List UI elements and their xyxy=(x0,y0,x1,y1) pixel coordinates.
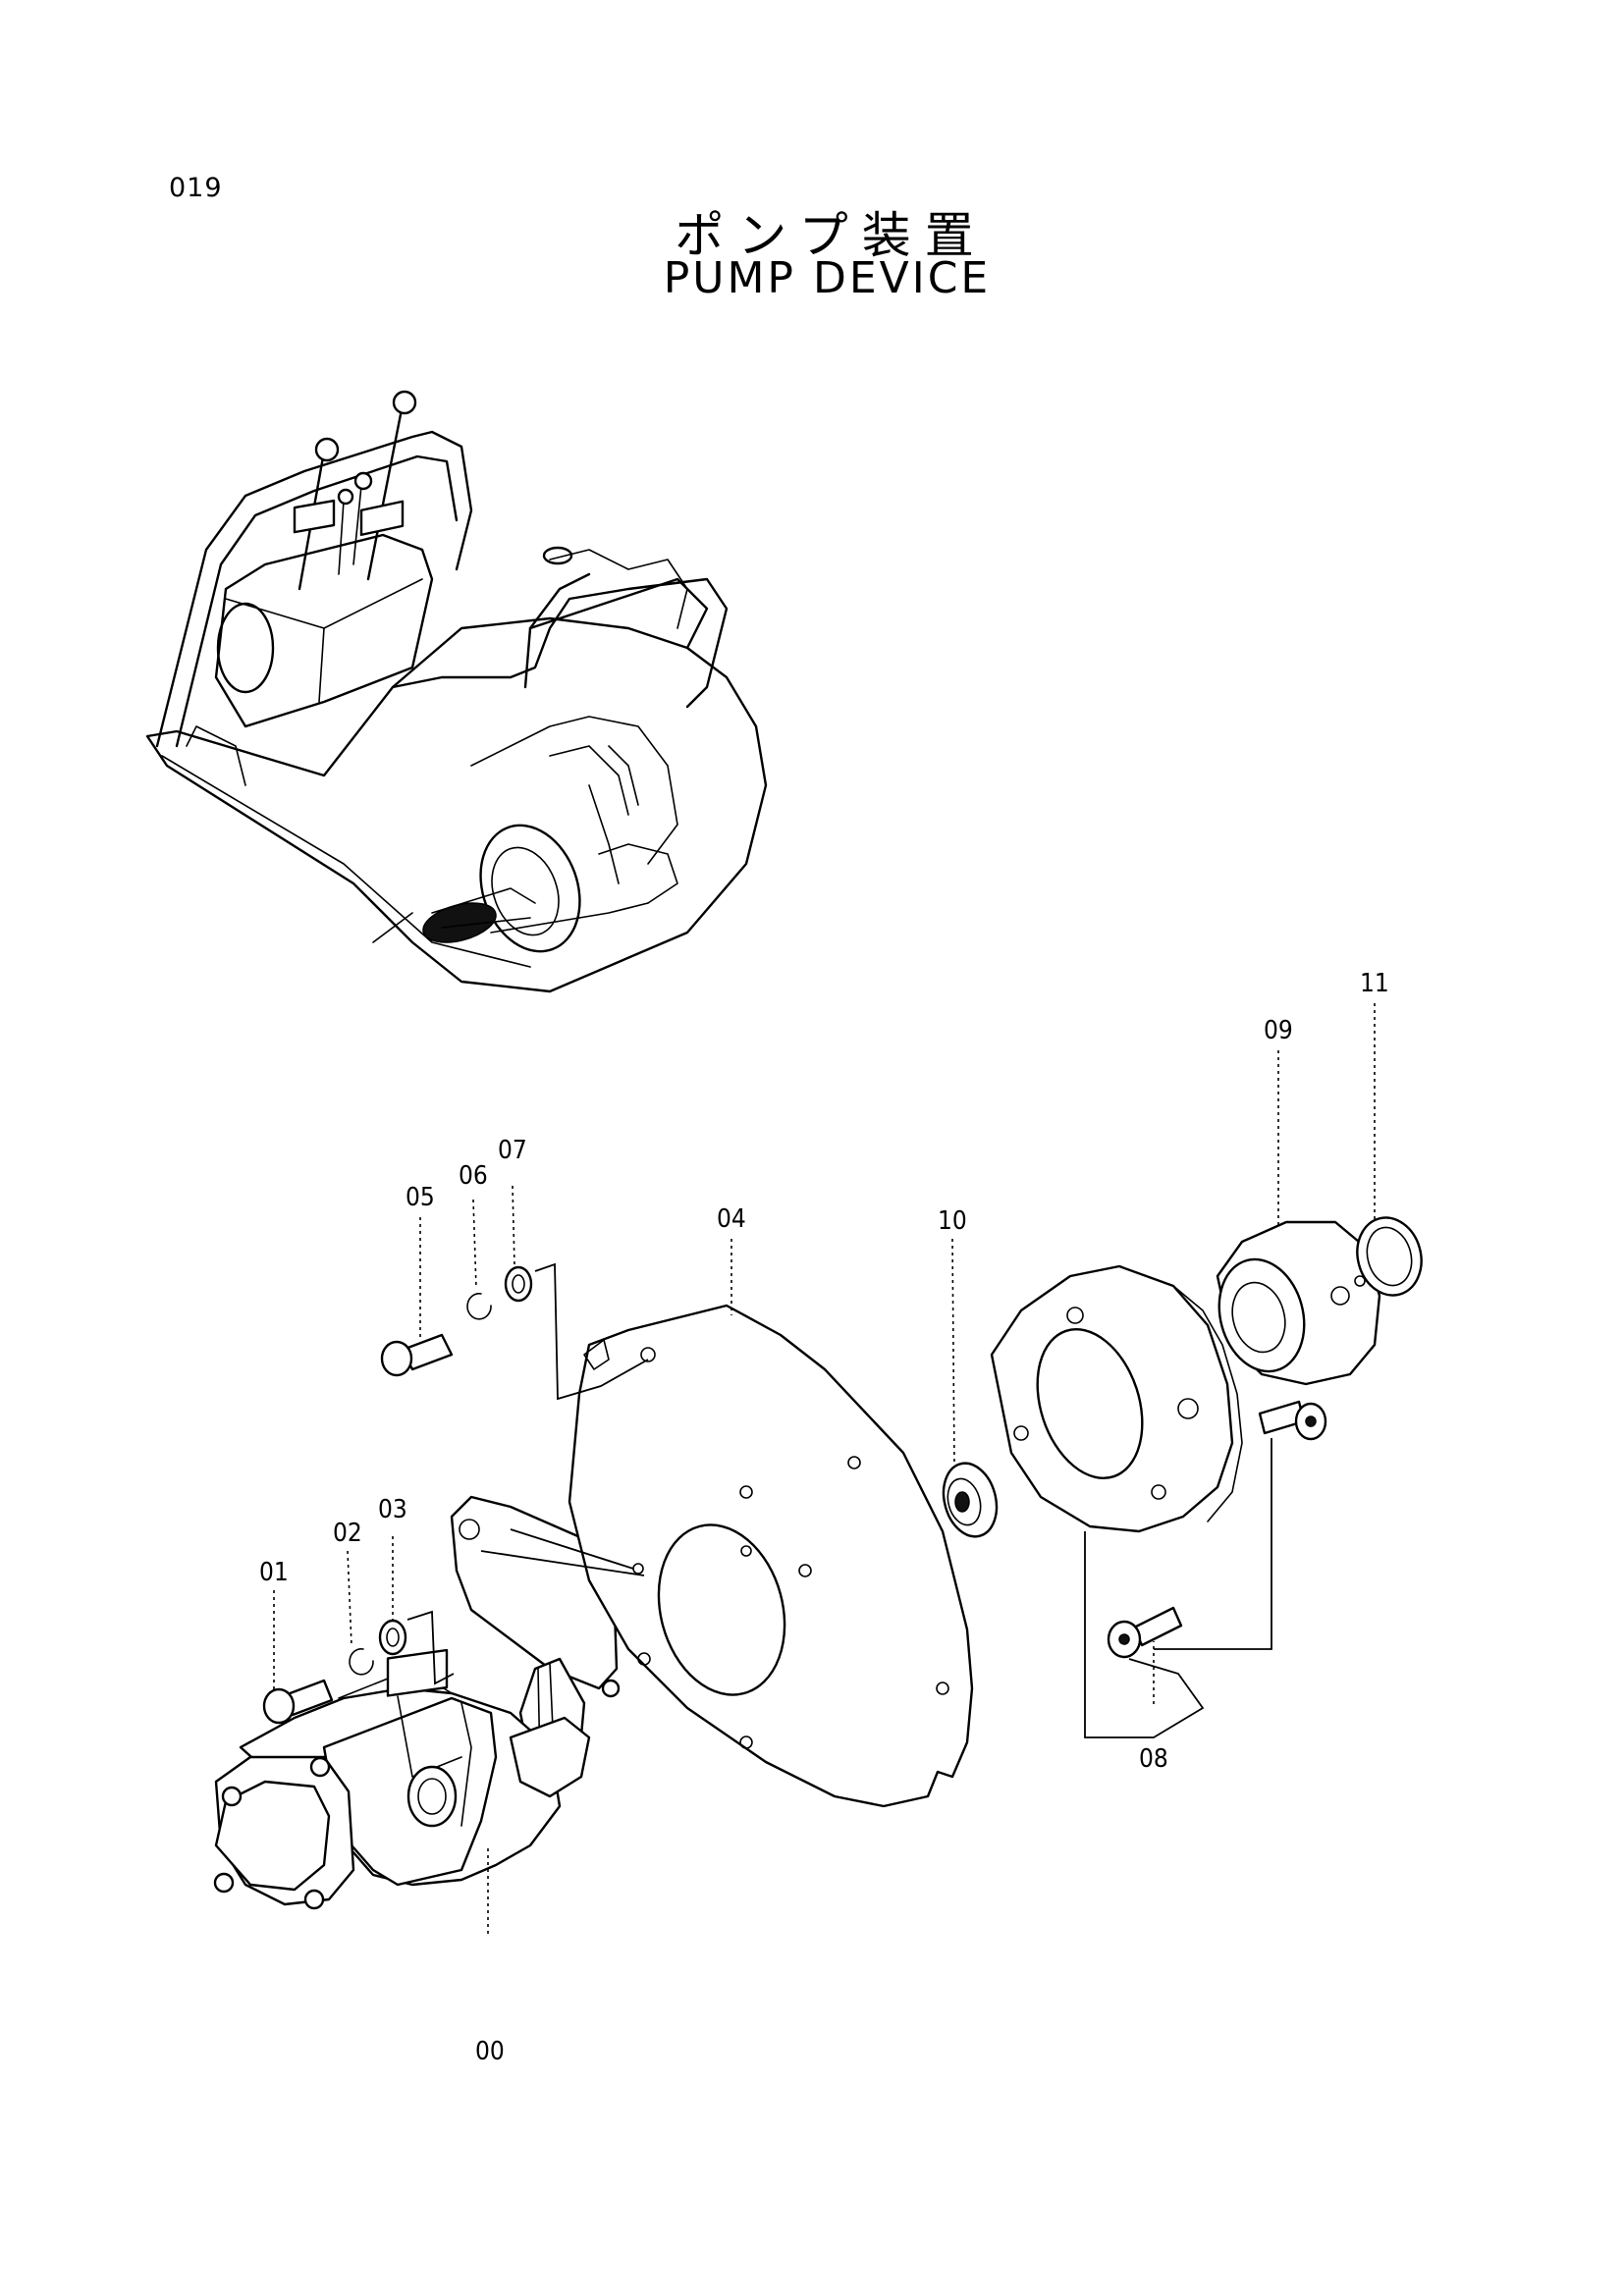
coupling-ring xyxy=(990,1264,1243,1533)
part-04-mounting-plate xyxy=(568,1304,974,1808)
callout-10: 10 xyxy=(938,1206,967,1236)
part-08-socket-bolt-upper xyxy=(1258,1400,1327,1441)
callout-07: 07 xyxy=(498,1136,527,1165)
callout-labels: 00 01 02 03 04 05 06 07 08 09 11 10 xyxy=(259,969,1389,2066)
callout-09: 09 xyxy=(1264,1016,1293,1045)
callout-03: 03 xyxy=(378,1495,407,1524)
page-number: 019 xyxy=(169,173,223,203)
part-03-washer xyxy=(378,1619,407,1656)
part-10-bearing xyxy=(942,1462,999,1538)
page-title-english: PUMP DEVICE xyxy=(663,253,992,303)
part-06-lock-washer xyxy=(466,1293,492,1320)
callout-11: 11 xyxy=(1360,969,1389,998)
machine-overview-illustration xyxy=(145,390,768,993)
part-05-bolt xyxy=(380,1333,454,1377)
part-00-hydraulic-pump xyxy=(213,1495,621,1910)
callout-02: 02 xyxy=(333,1519,362,1548)
page-title-japanese: ポンプ装置 xyxy=(675,207,988,264)
callout-06: 06 xyxy=(459,1161,488,1191)
callout-04: 04 xyxy=(717,1204,746,1234)
part-09-hub xyxy=(1216,1220,1381,1386)
callout-05: 05 xyxy=(406,1183,435,1212)
assembly-lines xyxy=(406,1262,1272,1738)
part-07-washer xyxy=(504,1265,533,1303)
callout-01: 01 xyxy=(259,1558,289,1587)
callout-00: 00 xyxy=(475,2037,505,2066)
part-01-bolt xyxy=(262,1679,334,1725)
part-02-lock-washer xyxy=(349,1648,374,1676)
callout-leaders xyxy=(273,1003,1376,1934)
part-11-snap-ring xyxy=(1356,1216,1423,1297)
part-08-socket-bolt-lower xyxy=(1107,1606,1183,1659)
callout-08: 08 xyxy=(1139,1744,1168,1774)
